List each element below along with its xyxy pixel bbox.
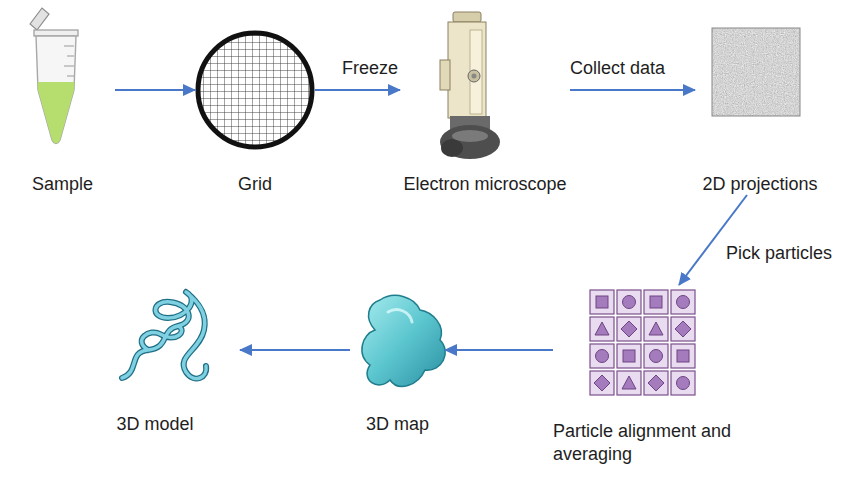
sample-tube	[30, 8, 78, 144]
microscope-illustration	[440, 12, 500, 159]
grid-stage: Grid	[195, 25, 315, 195]
flow-arrow	[115, 89, 195, 91]
stage-label: Grid	[195, 173, 315, 196]
arrow-label: Pick particles	[724, 242, 834, 265]
stage-label: Sample	[10, 173, 115, 196]
flow-arrow	[679, 195, 747, 285]
arrow-label: Collect data	[568, 57, 667, 80]
ribbon-model	[122, 292, 206, 379]
stage-label: 2D projections	[695, 173, 825, 196]
microscope-stage: Electron microscope	[400, 10, 570, 195]
projection-stage: 2D projections	[695, 20, 825, 195]
sample-stage: Sample	[10, 25, 115, 195]
density-map	[362, 295, 445, 386]
stage-label: Electron microscope	[400, 173, 570, 196]
flow-arrow	[315, 89, 400, 91]
alignment-stage: Particle alignment and averaging	[553, 285, 763, 465]
map-stage: 3D map	[350, 285, 445, 435]
stage-label: Particle alignment and averaging	[553, 420, 763, 465]
em-grid	[198, 33, 312, 147]
arrow-label: Freeze	[340, 57, 400, 80]
flow-arrow	[570, 89, 695, 91]
model-stage: 3D model	[70, 285, 240, 435]
stage-label: 3D model	[70, 413, 240, 436]
micrograph-image	[712, 28, 800, 116]
particle-classes	[590, 290, 695, 395]
flow-arrow	[445, 349, 553, 351]
stage-label: 3D map	[350, 413, 445, 436]
flow-arrow	[240, 349, 350, 351]
